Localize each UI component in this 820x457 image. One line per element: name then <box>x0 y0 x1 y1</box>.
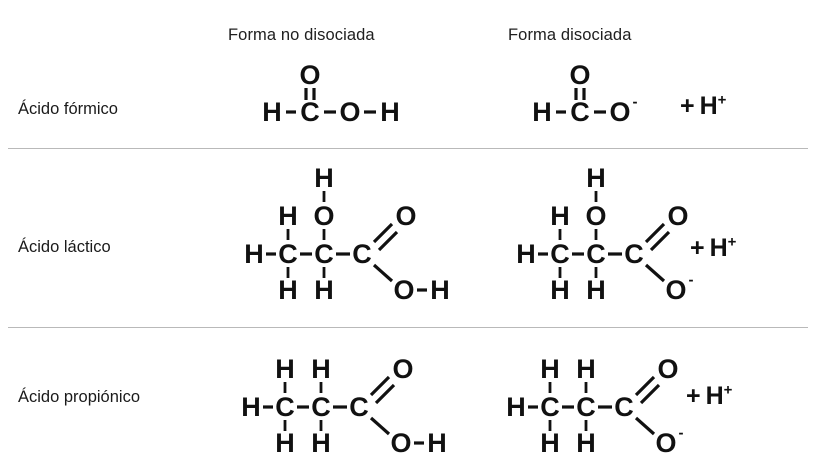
atom-o-hydroxyl: O <box>585 201 606 231</box>
row-label-acido-formico: Ácido fórmico <box>18 100 118 118</box>
plus-sign: + <box>686 382 701 410</box>
atom-c2-methylene: C <box>576 392 596 422</box>
atom-h-methyl-left: H <box>244 239 264 269</box>
atom-c1-methyl: C <box>550 239 570 269</box>
atom-c1-methyl: C <box>278 239 298 269</box>
bond-double-b <box>374 383 396 405</box>
atom-o-carbonyl: O <box>569 60 590 90</box>
atom-h-methyl-bottom: H <box>278 275 298 305</box>
atom-h-methyl-top: H <box>550 201 570 231</box>
atom-h-c1-top: H <box>275 354 295 384</box>
proton-charge: + <box>723 381 733 399</box>
atom-h-left: H <box>532 97 552 127</box>
proton-lactic-acid: +H+ <box>690 234 736 263</box>
proton-charge: + <box>727 233 737 251</box>
atom-c-carboxyl: C <box>300 97 320 127</box>
bond-double-a <box>644 222 666 244</box>
atom-h-left: H <box>262 97 282 127</box>
proton-propionic-acid: +H+ <box>686 382 732 411</box>
proton-h: H <box>699 92 718 120</box>
structure-lactic-acid-dissociated: H H O H C C C H H O O - <box>516 163 698 305</box>
column-header-dissociated: Forma disociada <box>508 26 632 44</box>
atom-h-carboxyl: H <box>430 275 450 305</box>
atom-h-methyl-left: H <box>506 392 526 422</box>
atom-h-hydroxyl-top: H <box>314 163 334 193</box>
atom-h-carboxyl: H <box>427 428 447 457</box>
atom-h-alpha-bottom: H <box>586 275 606 305</box>
column-header-undissociated: Forma no disociada <box>228 26 375 44</box>
atom-o-anion: O <box>655 428 676 457</box>
atom-o-carbonyl: O <box>667 201 688 231</box>
row-divider-2 <box>8 327 808 328</box>
atom-o-carbonyl: O <box>392 354 413 384</box>
atom-h-c2-bottom: H <box>576 428 596 457</box>
proton-h: H <box>709 234 728 262</box>
atom-o-anion: O <box>609 97 630 127</box>
structure-formic-acid-dissociated: O H C O - <box>532 60 662 127</box>
atom-h-alpha-bottom: H <box>314 275 334 305</box>
atom-h-c2-bottom: H <box>311 428 331 457</box>
atom-c-carboxyl: C <box>570 97 590 127</box>
atom-h-methyl-left: H <box>516 239 536 269</box>
bond-double-a <box>634 375 656 397</box>
atom-c2-alpha: C <box>586 239 606 269</box>
atom-h-methyl-bottom: H <box>550 275 570 305</box>
bond-c-o-single <box>634 416 656 436</box>
atom-o-carbonyl: O <box>299 60 320 90</box>
atom-o-hydroxyl: O <box>339 97 360 127</box>
bond-double-a <box>372 222 394 244</box>
row-label-acido-lactico: Ácido láctico <box>18 238 111 256</box>
atom-h-hydroxyl-top: H <box>586 163 606 193</box>
atom-c3-carboxyl: C <box>624 239 644 269</box>
atom-h-c2-top: H <box>576 354 596 384</box>
charge-minus: - <box>689 272 694 289</box>
charge-minus: - <box>633 94 638 111</box>
atom-c3-carboxyl: C <box>349 392 369 422</box>
bond-c-o-single <box>372 263 394 283</box>
atom-h-hydroxyl: H <box>380 97 400 127</box>
structure-lactic-acid-undissociated: H H O H C C C H H O O <box>244 163 450 305</box>
bond-c-o-single <box>644 263 666 283</box>
bond-double-b <box>639 383 661 405</box>
plus-sign: + <box>680 92 695 120</box>
atom-h-methyl-top: H <box>278 201 298 231</box>
atom-c1-methyl: C <box>540 392 560 422</box>
charge-minus: - <box>679 425 684 442</box>
structure-formic-acid-undissociated: O H C O H <box>262 60 412 127</box>
atom-c2-alpha: C <box>314 239 334 269</box>
atom-h-c1-bottom: H <box>540 428 560 457</box>
atom-c3-carboxyl: C <box>614 392 634 422</box>
atom-h-c1-bottom: H <box>275 428 295 457</box>
bond-c-o-single <box>369 416 391 436</box>
atom-h-c1-top: H <box>540 354 560 384</box>
bond-double-b <box>649 230 671 252</box>
atom-c1-methyl: C <box>275 392 295 422</box>
atom-o-carbonyl: O <box>657 354 678 384</box>
atom-o-anion: O <box>665 275 686 305</box>
atom-h-methyl-left: H <box>241 392 261 422</box>
atom-o-carbonyl: O <box>395 201 416 231</box>
plus-sign: + <box>690 234 705 262</box>
proton-formic-acid: +H+ <box>680 92 726 121</box>
proton-charge: + <box>717 91 727 109</box>
atom-h-c2-top: H <box>311 354 331 384</box>
atom-c2-methylene: C <box>311 392 331 422</box>
row-divider-1 <box>8 148 808 149</box>
proton-h: H <box>705 382 724 410</box>
bond-double-a <box>369 375 391 397</box>
structure-propionic-acid-undissociated: H H H C C C H H O O H <box>241 354 447 457</box>
atom-o-hydroxyl-carboxyl: O <box>390 428 411 457</box>
row-label-acido-propionico: Ácido propiónico <box>18 388 140 406</box>
structure-propionic-acid-dissociated: H H H C C C H H O O - <box>506 354 688 457</box>
atom-o-hydroxyl-carboxyl: O <box>393 275 414 305</box>
atom-c3-carboxyl: C <box>352 239 372 269</box>
bond-double-b <box>377 230 399 252</box>
atom-o-hydroxyl: O <box>313 201 334 231</box>
